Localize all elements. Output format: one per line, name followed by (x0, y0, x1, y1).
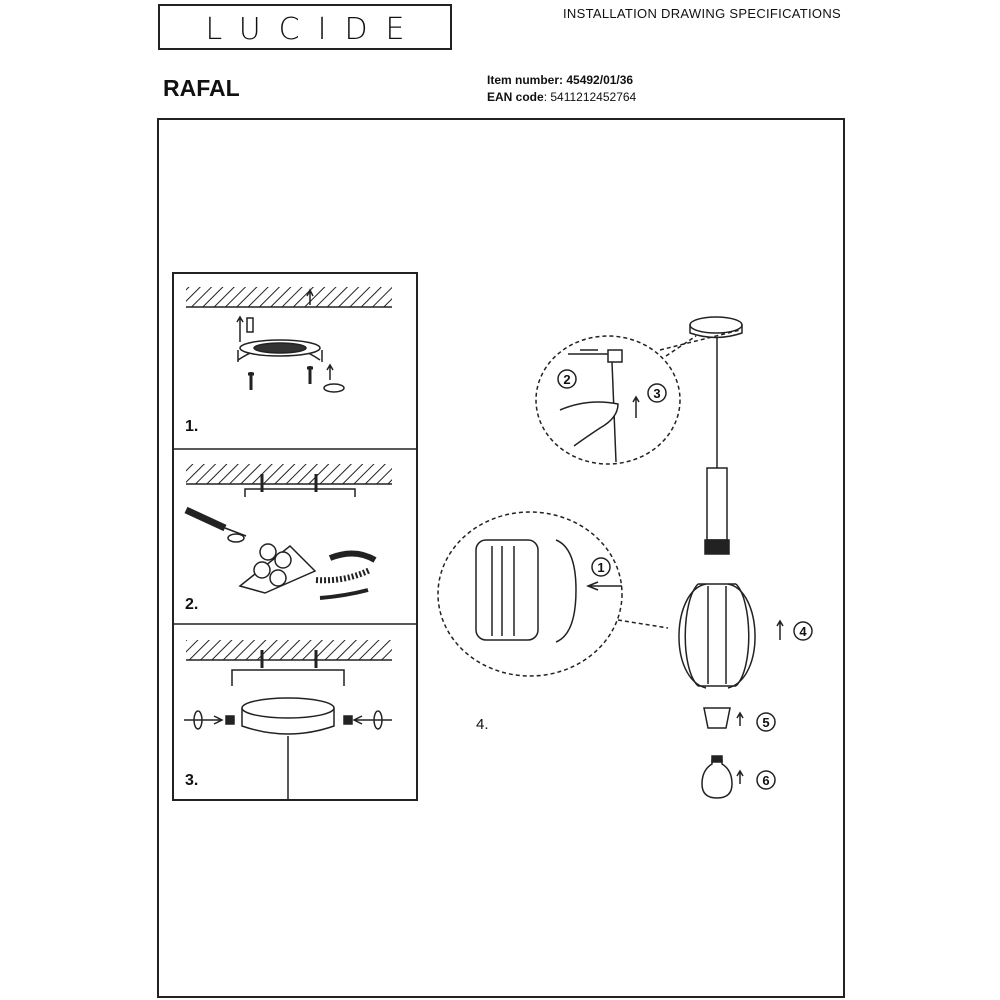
step-3-label: 3. (185, 772, 199, 789)
wire (328, 550, 377, 563)
rotate-arrow-icon (227, 533, 245, 543)
canopy (689, 316, 743, 334)
mounting-bracket (231, 669, 345, 686)
ceiling-hatch (186, 464, 392, 484)
arrow-up-icon (736, 769, 744, 784)
canopy-section (568, 349, 608, 355)
callout-circle (647, 383, 667, 403)
screw-icon (248, 372, 254, 390)
wire (315, 567, 372, 584)
callout-number: 3 (653, 386, 660, 401)
screw-icon (306, 288, 314, 305)
ean-value: 5411212452764 (550, 90, 637, 104)
wire (319, 588, 369, 600)
detail-circle (437, 511, 623, 677)
arrow-icon (632, 395, 640, 418)
drawing-frame (157, 118, 845, 998)
hand-icon (559, 401, 619, 447)
arrow-up-icon (776, 619, 784, 640)
arrow-left-icon (585, 581, 622, 591)
callout-circle (756, 770, 776, 790)
callout-circle (756, 712, 776, 732)
arrow-right-icon (184, 715, 224, 725)
steps-1-3-panel (172, 272, 418, 801)
lamp-socket (704, 539, 730, 555)
lamp-holder (706, 467, 728, 541)
callout-number: 4 (799, 624, 807, 639)
connector (259, 543, 277, 561)
callout-number: 1 (597, 560, 604, 575)
step-2-label: 2. (185, 596, 199, 613)
shade-slat (678, 583, 707, 689)
screwdriver-tip (224, 527, 247, 537)
cord-grip (607, 349, 623, 363)
product-name: RAFAL (163, 75, 240, 101)
callout-number: 6 (762, 773, 769, 788)
rotate-arrow-icon (193, 710, 203, 730)
screw-icon (260, 474, 318, 492)
screw-icon (307, 366, 313, 384)
callout-number: 2 (563, 372, 570, 387)
callout-circle (557, 369, 577, 389)
bulb-icon (701, 759, 733, 799)
connector (269, 569, 287, 587)
shade-slat (727, 583, 756, 689)
screw-icon (260, 650, 318, 668)
shade-half (475, 539, 539, 641)
screw-icon (343, 715, 353, 725)
brand-name: LUCIDE (205, 12, 423, 47)
step-1-label: 1. (185, 418, 199, 435)
shade-slat (555, 539, 577, 643)
document-type: INSTALLATION DRAWING SPECIFICATIONS (563, 6, 841, 21)
ceiling-canopy (241, 697, 335, 719)
screwdriver-icon (184, 506, 227, 532)
item-number-label: Item number (487, 73, 560, 87)
ceiling-hatch (186, 640, 392, 660)
arrow-up-icon (326, 363, 334, 380)
step-4-label: 4. (476, 716, 489, 733)
callout-circle (591, 557, 611, 577)
item-number-value: 45492/01/36 (566, 73, 634, 87)
detail-circle (535, 335, 681, 465)
mounting-bracket (244, 488, 356, 497)
shade-ring (703, 707, 731, 729)
mounting-bracket (253, 342, 307, 354)
ean-row: EAN code: 5411212452764 (487, 90, 637, 104)
brand-logo: LUCIDE (158, 4, 452, 50)
ceiling-hatch (186, 287, 392, 307)
item-number-row: Item number: 45492/01/36 (487, 73, 634, 87)
ean-label: EAN code (487, 90, 544, 104)
callout-number: 5 (762, 715, 769, 730)
rotate-arrow-icon (323, 383, 345, 393)
item-meta: Item number: 45492/01/36 EAN code: 54112… (487, 72, 636, 106)
arrow-up-icon (736, 711, 744, 726)
connector (253, 561, 271, 579)
arrow-left-icon (352, 715, 392, 725)
arrow-up-icon (236, 315, 244, 342)
callout-circle (793, 621, 813, 641)
connector (274, 551, 292, 569)
rotate-arrow-icon (373, 710, 383, 730)
screw-icon (225, 715, 235, 725)
wall-plug-icon (246, 317, 254, 333)
